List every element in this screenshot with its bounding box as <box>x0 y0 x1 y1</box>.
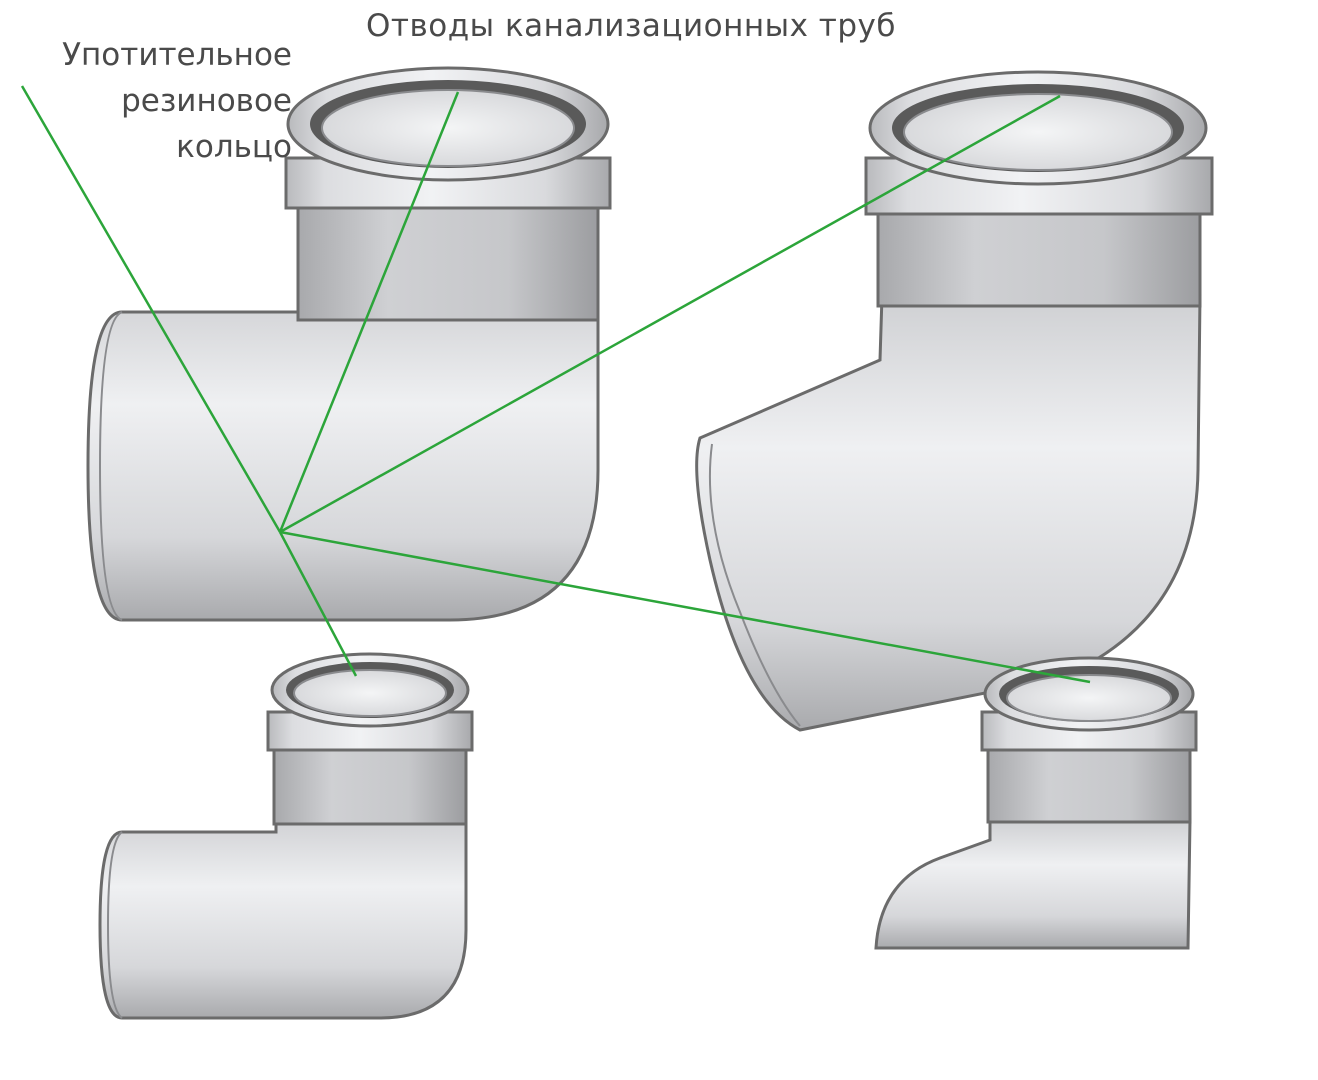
elbow-open-end <box>98 311 123 621</box>
elbow-vertical-leg <box>876 208 1202 308</box>
elbow-body <box>695 294 1202 732</box>
elbow-vertical-leg <box>296 198 600 322</box>
elbow-body <box>86 286 600 622</box>
socket-opening <box>903 93 1173 171</box>
callout-label-rubber-ring: Употительное резиновое кольцо <box>20 32 292 170</box>
socket-opening <box>1006 674 1172 722</box>
elbow-body <box>874 818 1192 950</box>
elbow-body <box>98 814 468 1020</box>
elbow-90-large <box>86 66 612 622</box>
callout-line: кольцо <box>176 129 292 165</box>
elbow-vertical-leg <box>986 744 1192 824</box>
elbow-45-large <box>695 70 1214 732</box>
leader-line-from-label <box>20 85 282 533</box>
elbow-open-end <box>708 443 801 727</box>
leader-line-elbow-4-ring <box>279 530 1091 684</box>
elbow-90-small <box>98 652 474 1020</box>
callout-line: резиновое <box>121 83 292 119</box>
leader-lines <box>20 85 1091 684</box>
socket-opening <box>321 89 575 167</box>
leader-line-elbow-3-ring <box>278 531 358 677</box>
elbow-open-end <box>106 831 123 1019</box>
leader-line-elbow-2-ring <box>279 94 1061 534</box>
socket-opening <box>293 669 447 717</box>
elbow-vertical-leg <box>272 742 468 826</box>
leader-line-elbow-1-ring <box>278 91 460 533</box>
callout-line: Употительное <box>62 37 292 73</box>
diagram-title: Отводы канализационных труб <box>366 8 897 44</box>
elbow-small-cropped <box>874 656 1198 950</box>
